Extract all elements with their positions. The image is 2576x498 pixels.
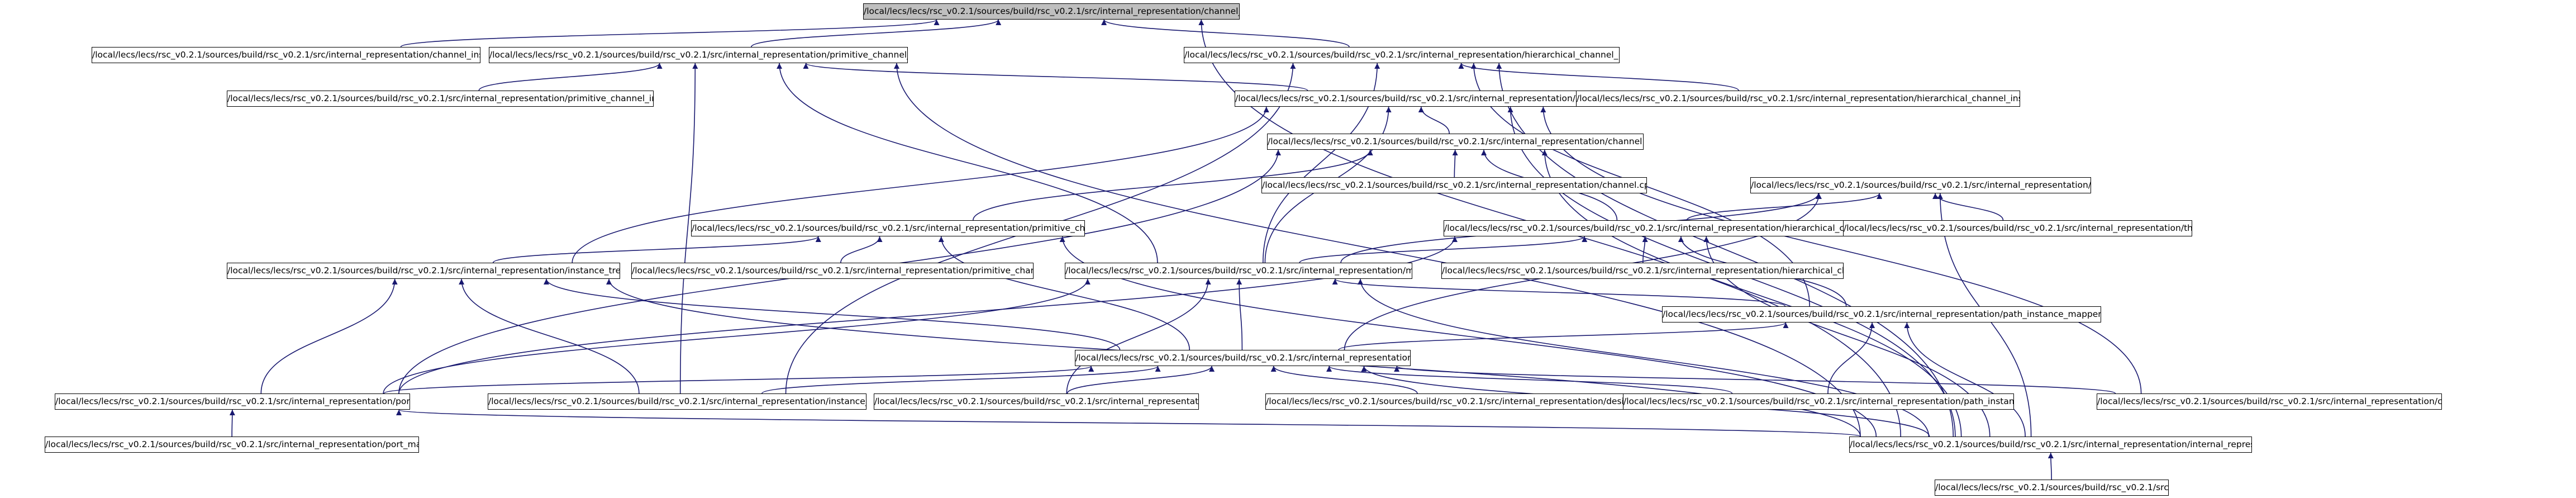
node-primitive-channel-instance-h[interactable]: /local/lecs/lecs/rsc_v0.2.1/sources/buil…	[489, 47, 908, 63]
edge-instance_tree_cpp-to-design_h	[761, 366, 1161, 394]
edge-design_h-to-path_instance_mapper_h	[1338, 322, 1789, 350]
edge-path_instance_mapper_cpp-to-path_instance_mapper_h	[1827, 322, 1875, 394]
node-port-mapping-h[interactable]: /local/lecs/lecs/rsc_v0.2.1/sources/buil…	[55, 393, 410, 410]
node-channel-h[interactable]: /local/lecs/lecs/rsc_v0.2.1/sources/buil…	[1267, 134, 1644, 150]
node-primitive-channel-h[interactable]: /local/lecs/lecs/rsc_v0.2.1/sources/buil…	[691, 220, 1085, 236]
edge-channel_h-to-class_h	[1418, 106, 1450, 134]
node-path-instance-mapper-cpp[interactable]: /local/lecs/lecs/rsc_v0.2.1/sources/buil…	[1623, 393, 2014, 410]
node-module-h[interactable]: /local/lecs/lecs/rsc_v0.2.1/sources/buil…	[1065, 263, 1412, 279]
node-thread-h[interactable]: /local/lecs/lecs/rsc_v0.2.1/sources/buil…	[1750, 177, 2091, 193]
edge-thread_cpp-to-thread_h	[1932, 193, 2004, 221]
edge-design_h-to-primitive_channel_h	[938, 236, 1191, 350]
edge-path_instance_mapper_h-to-module_h	[1332, 278, 1786, 307]
node-class-h[interactable]: /local/lecs/lecs/rsc_v0.2.1/sources/buil…	[1235, 91, 1596, 107]
node-instance-tree-cpp[interactable]: /local/lecs/lecs/rsc_v0.2.1/sources/buil…	[488, 393, 866, 410]
edge-channel_instance_cpp-to-channel_instance_h	[400, 19, 940, 48]
node-channel-cpp[interactable]: /local/lecs/lecs/rsc_v0.2.1/sources/buil…	[1261, 177, 1647, 193]
edge-port_mapping_h-to-module_h	[383, 278, 1091, 394]
edge-module_h-to-primitive_channel_instance_h	[777, 63, 1158, 263]
node-instance-tree-h[interactable]: /local/lecs/lecs/rsc_v0.2.1/sources/buil…	[227, 263, 620, 279]
edge-internal_representation_h-to-path_instance_mapper_h	[1904, 322, 2026, 437]
node-thread-cpp[interactable]: /local/lecs/lecs/rsc_v0.2.1/sources/buil…	[1843, 220, 2192, 236]
edge-hierarchical_channel_h-to-thread_h	[1686, 193, 1882, 221]
edge-hierarchical_channel_instance_cpp-to-hierarchical_channel_instance_h	[1458, 63, 1739, 91]
node-port-mapping-cpp[interactable]: /local/lecs/lecs/rsc_v0.2.1/sources/buil…	[45, 437, 419, 453]
edge-design_cpp-to-design_h	[1270, 366, 1418, 394]
node-channel-instance-cpp[interactable]: /local/lecs/lecs/rsc_v0.2.1/sources/buil…	[92, 47, 480, 63]
edge-channel_cpp-to-channel_h	[1452, 149, 1458, 178]
edge-instance_tree_h-to-class_h	[572, 106, 1269, 263]
edge-module_cpp-to-module_h	[1066, 278, 1211, 394]
edge-primitive_channel_instance_h-to-channel_instance_h	[751, 19, 1002, 48]
edge-class_cpp-to-design_h	[1394, 366, 2116, 394]
edge-hierarchical_channel_cpp-to-hierarchical_channel_h	[1642, 236, 1648, 263]
edge-instance_tree_cpp-to-primitive_channel_instance_h	[679, 63, 698, 394]
edge-primitive_channel_instance_cpp-to-primitive_channel_instance_h	[478, 63, 663, 91]
node-hierarchical-channel-instance-h[interactable]: /local/lecs/lecs/rsc_v0.2.1/sources/buil…	[1184, 47, 1620, 63]
edge-port_mapping_h-to-hierarchical_channel_h	[398, 236, 1458, 394]
node-channel-instance-h[interactable]: /local/lecs/lecs/rsc_v0.2.1/sources/buil…	[863, 3, 1240, 20]
edge-internal_representation_h-to-primitive_channel_instance_h	[894, 63, 1861, 437]
node-design-cpp[interactable]: /local/lecs/lecs/rsc_v0.2.1/sources/buil…	[1265, 393, 1631, 410]
edge-path_instance_mapper_cpp-to-design_h	[1326, 366, 1733, 394]
node-rsc-h[interactable]: /local/lecs/lecs/rsc_v0.2.1/sources/buil…	[1935, 480, 2169, 496]
edge-internal_representation_h-to-port_mapping_h	[397, 409, 1861, 437]
node-path-instance-mapper-h[interactable]: /local/lecs/lecs/rsc_v0.2.1/sources/buil…	[1662, 306, 2101, 322]
node-class-cpp[interactable]: /local/lecs/lecs/rsc_v0.2.1/sources/buil…	[2097, 393, 2442, 410]
node-module-cpp[interactable]: /local/lecs/lecs/rsc_v0.2.1/sources/buil…	[874, 393, 1199, 410]
edge-class_h-to-primitive_channel_instance_h	[803, 63, 1308, 91]
node-hierarchical-channel-instance-cpp[interactable]: /local/lecs/lecs/rsc_v0.2.1/sources/buil…	[1576, 91, 2020, 107]
edge-primitive_channel_h-to-channel_h	[973, 149, 1373, 221]
edge-module_cpp-to-design_h	[1066, 366, 1215, 394]
edge-port_mapping_h-to-instance_tree_h	[260, 278, 398, 394]
node-internal-representation-h[interactable]: /local/lecs/lecs/rsc_v0.2.1/sources/buil…	[1849, 437, 2252, 453]
edge-port_mapping_h-to-design_h	[383, 366, 1094, 394]
edge-instance_tree_cpp-to-instance_tree_h	[459, 278, 640, 394]
edge-primitive_channel_cpp-to-primitive_channel_h	[840, 236, 883, 263]
edge-instance_tree_h-to-primitive_channel_h	[492, 236, 821, 263]
node-primitive-channel-cpp[interactable]: /local/lecs/lecs/rsc_v0.2.1/sources/buil…	[631, 263, 1034, 279]
node-design-h[interactable]: /local/lecs/lecs/rsc_v0.2.1/sources/buil…	[1075, 350, 1411, 366]
edge-design_h-to-instance_tree_h	[544, 278, 1121, 350]
node-primitive-channel-instance-cpp[interactable]: /local/lecs/lecs/rsc_v0.2.1/sources/buil…	[227, 91, 654, 107]
edge-class_cpp-to-class_h	[1540, 106, 2142, 394]
edge-hierarchical_channel_instance_h-to-channel_instance_h	[1101, 19, 1350, 48]
edge-module_h-to-hierarchical_channel_h	[1299, 236, 1588, 263]
edge-design_h-to-module_h	[1236, 278, 1243, 350]
node-hierarchical-channel-h[interactable]: /local/lecs/lecs/rsc_v0.2.1/sources/buil…	[1444, 220, 1848, 236]
edge-internal_representation_h-to-channel_h	[1541, 149, 1962, 437]
node-hierarchical-channel-cpp[interactable]: /local/lecs/lecs/rsc_v0.2.1/sources/buil…	[1441, 263, 1844, 279]
